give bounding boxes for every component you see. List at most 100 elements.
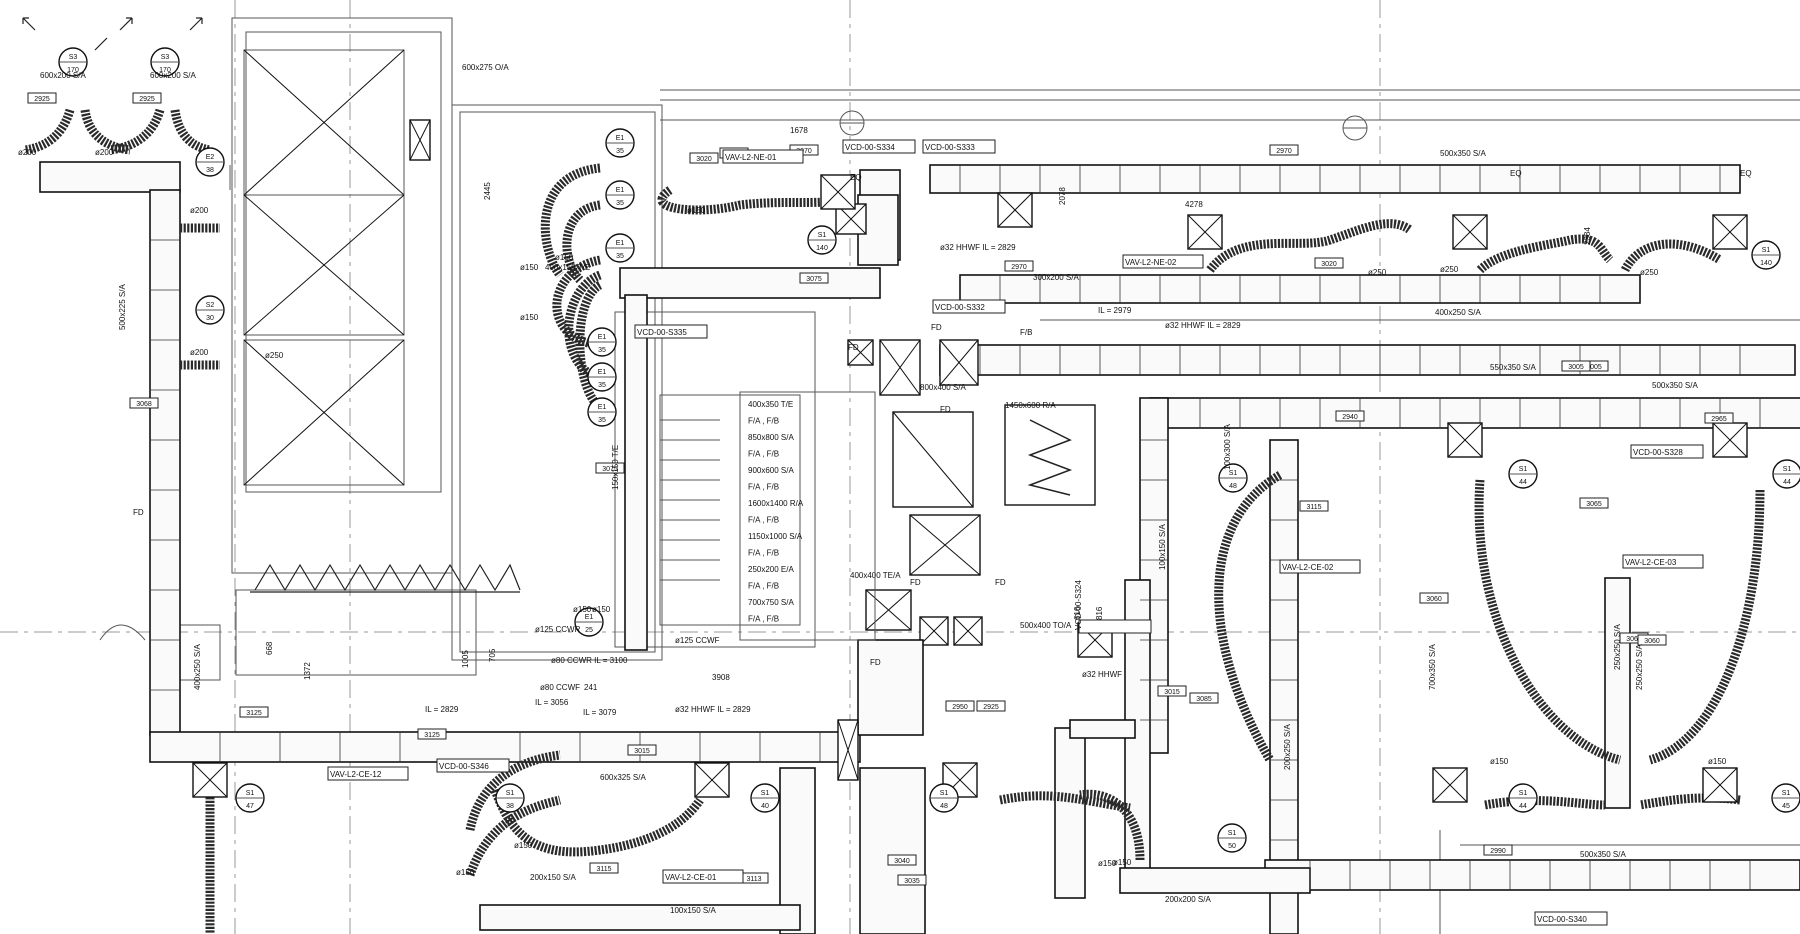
vav-tag: VAV-L2-CE-03 [1622, 554, 1704, 569]
supply-arrows [22, 17, 203, 51]
reference-number: 3065 [1626, 636, 1642, 643]
reference-number: 3065 [1586, 501, 1602, 508]
reference-number: 3005 [1586, 364, 1602, 371]
terminal-airflow: 38 [206, 167, 214, 174]
diameter-label: ø250 [1368, 268, 1387, 277]
reference-tag: 3115 [589, 862, 619, 874]
reference-tag: 2940 [1335, 410, 1365, 422]
terminal-id: S1 [1762, 247, 1771, 254]
riser-schedule-line: 1600x1400 R/A [748, 499, 804, 508]
pipe-label: ø32 HHWF IL = 2829 [940, 243, 1016, 252]
dimension-label: 668 [265, 641, 274, 655]
diameter-label: ø150 [1098, 859, 1117, 868]
riser-schedule-line: 900x600 S/A [748, 466, 794, 475]
building-core [99, 17, 816, 681]
terminal-airflow: 48 [940, 803, 948, 810]
terminal-airflow: 30 [206, 315, 214, 322]
damper-label: EQ [1740, 169, 1752, 178]
terminal-id: S1 [1783, 466, 1792, 473]
reference-number: 2940 [1342, 414, 1358, 421]
pipe-label: IL = 2829 [425, 705, 459, 714]
zigzag-wall [250, 563, 521, 593]
diameter-label: ø200 [190, 206, 209, 215]
terminal-id: S1 [1519, 790, 1528, 797]
reference-number: 3020 [1321, 261, 1337, 268]
diameter-label: ø150 [1708, 757, 1727, 766]
vav-tag: VAV-L2-CE-02 [1279, 559, 1361, 574]
reference-number: 2950 [952, 704, 968, 711]
riser-schedule-line: F/A , F/B [748, 582, 779, 591]
grid-circles [839, 110, 1368, 141]
duct-size-label: 400x250 S/A [193, 644, 202, 690]
reference-number: 2925 [34, 96, 50, 103]
terminal-airflow: 44 [1519, 479, 1527, 486]
reference-number: 3113 [746, 876, 761, 883]
supply-diffuser [1452, 214, 1488, 250]
reference-tag: 3015 [1157, 685, 1187, 697]
damper-label: FD [910, 578, 921, 587]
pipe-label: IL = 2979 [1098, 306, 1132, 315]
dimension-label: 3908 [712, 673, 730, 682]
terminal-airflow: 35 [598, 417, 606, 424]
reference-tag: 2970 [1269, 144, 1299, 156]
riser-shaft [409, 119, 1096, 781]
terminal-airflow: 47 [246, 803, 254, 810]
duct-size-label: 400x150 T/E [545, 263, 590, 272]
diameter-label: ø150 [456, 868, 475, 877]
reference-tag: 2925 [132, 92, 162, 104]
reference-number: 3035 [904, 878, 920, 885]
reference-tag: 3020 [1314, 257, 1344, 269]
riser-schedule-line: 850x800 S/A [748, 433, 794, 442]
dimension-label: 2078 [1058, 187, 1067, 205]
vav-tag: VAV-L2-CE-12 [327, 766, 409, 781]
terminal-id: S1 [506, 790, 515, 797]
vcd-label: VCD-00-S334 [845, 143, 895, 152]
vav-label: VAV-L2-NE-01 [725, 153, 777, 162]
reference-number: 2970 [1276, 148, 1292, 155]
vcd-label: VCD-00-S335 [637, 328, 687, 337]
terminal-airflow: 50 [1228, 843, 1236, 850]
damper-label: F/B [1020, 328, 1032, 337]
duct-size-label: 600x200 S/A [40, 71, 86, 80]
supply-diffuser [942, 762, 978, 798]
duct-size-label: 1450x600 R/A [1005, 401, 1056, 410]
diameter-label: ø200 [95, 148, 114, 157]
terminal-airflow: 170 [67, 67, 79, 74]
duct-size-label: 500x225 S/A [118, 284, 127, 330]
damper-label: FD [940, 405, 951, 414]
reference-tag: 3068 [129, 397, 159, 409]
reference-number: 3075 [806, 276, 822, 283]
reference-tag: 3060 [1637, 634, 1667, 646]
terminal-id: E1 [616, 240, 625, 247]
duct-size-label: 600x275 O/A [462, 63, 509, 72]
reference-tag: 3065 [1579, 497, 1609, 509]
pipe-label: IL = 3079 [583, 708, 617, 717]
supply-diffuser [1432, 767, 1468, 803]
terminal-airflow: 38 [506, 803, 514, 810]
terminal-id: E1 [598, 404, 607, 411]
riser-schedule-line: 250x200 E/A [748, 565, 794, 574]
supply-diffuser [820, 174, 856, 210]
riser-schedule-line: F/A , F/B [748, 516, 779, 525]
diameter-label: ø150 [687, 206, 706, 215]
reference-tag: 3020 [689, 152, 719, 164]
reference-tag: 2925 [976, 700, 1006, 712]
terminal-airflow: 140 [816, 245, 828, 252]
riser-schedule-line: F/A , F/B [748, 549, 779, 558]
diffuser-group [192, 174, 1748, 803]
diameter-label: ø250 [1640, 268, 1659, 277]
reference-number: 3020 [696, 156, 712, 163]
terminal-id: S1 [1228, 830, 1237, 837]
riser-schedule-line: F/A , F/B [748, 615, 779, 624]
reference-tag: 3125 [239, 706, 269, 718]
supply-diffuser [192, 762, 228, 798]
terminal-id: E1 [616, 135, 625, 142]
